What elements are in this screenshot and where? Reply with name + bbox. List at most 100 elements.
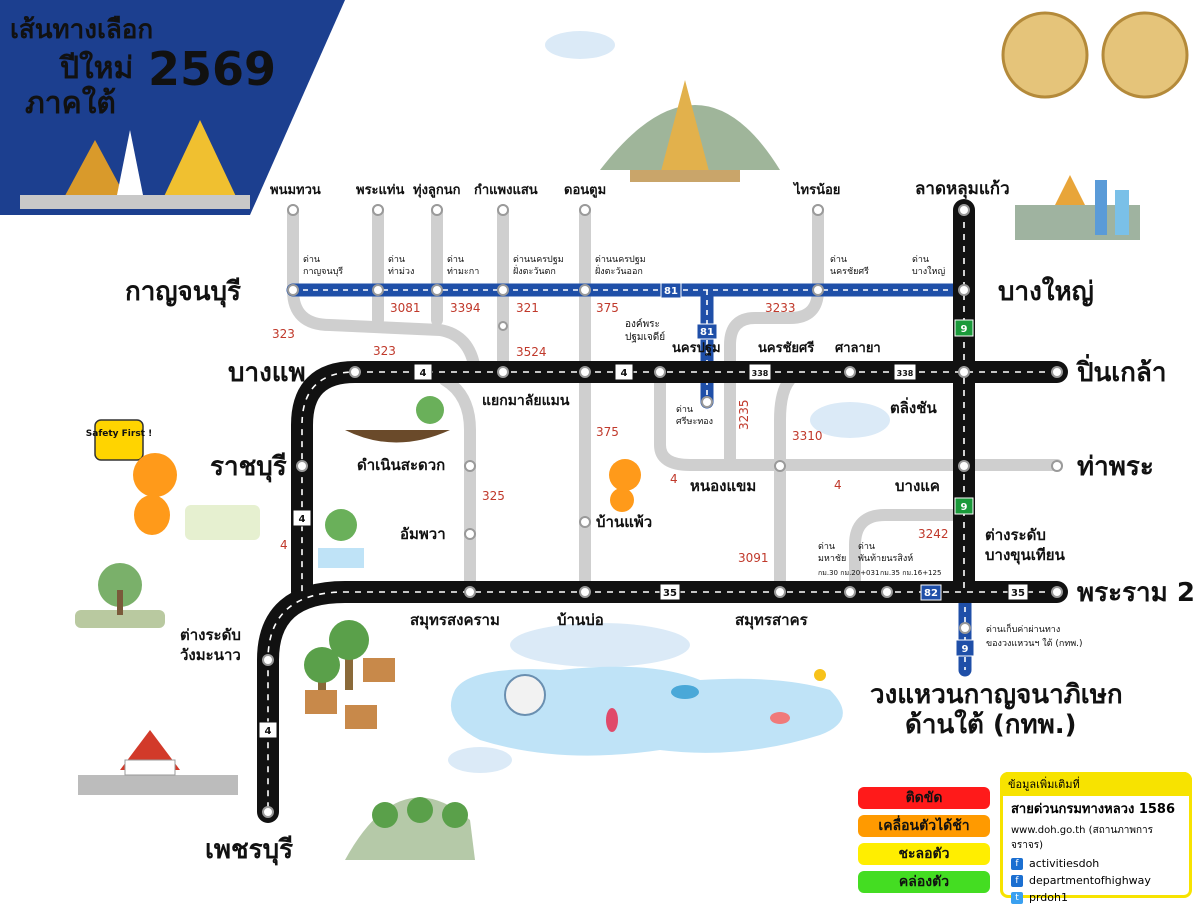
cloud-icon: [810, 402, 890, 438]
palm-trees-illustration: [304, 620, 395, 729]
place-phanom-thuan: พนมทวน: [270, 183, 321, 198]
place-kamphaeng-saen: กำแพงแสน: [474, 182, 538, 198]
seal-icon: [1001, 11, 1089, 99]
svg-text:82: 82: [924, 588, 938, 599]
place-amphawa: อัมพวา: [400, 525, 446, 543]
road-number-3242: 3242: [918, 527, 949, 541]
twitter-icon: t: [1011, 891, 1023, 904]
toll-nakhon-pathom-east: ด่านนครปฐมฝั่งตะวันออก: [595, 255, 646, 277]
svg-text:9: 9: [961, 324, 968, 335]
road-number-375: 375: [596, 301, 619, 315]
toll-kanchanaburi: ด่านกาญจนบุรี: [303, 255, 343, 277]
title-line-3: ภาคใต้: [25, 85, 116, 121]
city-ratchaburi: ราชบุรี: [210, 452, 287, 483]
ring-road-sub-label: ด้านใต้ (กทพ.): [905, 709, 1077, 740]
social-label: activitiesdoh: [1029, 857, 1100, 870]
boat-illustration: [345, 396, 450, 443]
facebook-activities-link[interactable]: f activitiesdoh: [1003, 855, 1189, 872]
svg-text:4: 4: [299, 514, 306, 525]
svg-text:81: 81: [664, 286, 678, 297]
legend-slowing: ชะลอตัว: [858, 843, 990, 865]
sunflower-field-illustration: [185, 505, 260, 540]
route-nodes: [262, 204, 1063, 818]
road-number-3394: 3394: [450, 301, 481, 315]
shield-9: 9: [954, 319, 974, 337]
mascot-illustration: [609, 459, 641, 512]
info-box: ข้อมูลเพิ่มเติมที่ สายด่วนกรมทางหลวง 158…: [1000, 772, 1192, 904]
facebook-department-link[interactable]: f departmentofhighway: [1003, 872, 1189, 889]
place-ban-bo: บ้านบ่อ: [557, 611, 604, 629]
place-tang-radap-wang-manao: ต่างระดับวังมะนาว: [180, 626, 241, 664]
toll-sisa-thong: ด่านศรีษะทอง: [676, 405, 713, 427]
toll-mahachai-km: กม.30 กม.20+031: [818, 569, 879, 577]
road-number-3081: 3081: [390, 301, 421, 315]
svg-text:4: 4: [420, 368, 427, 379]
road-number-325: 325: [482, 489, 505, 503]
svg-text:9: 9: [962, 644, 969, 655]
shield-81: 81: [660, 282, 682, 299]
info-heading: ข้อมูลเพิ่มเติมที่: [1000, 772, 1192, 796]
toll-ring-road: ด่านเก็บค่าผ่านทางของวงแหวนฯ ใต้ (กทพ.): [986, 622, 1083, 649]
mascot-illustration: Safety First !: [86, 419, 177, 535]
place-labels: พนมทวน พระแท่น ทุ่งลูกนก กำแพงแสน ดอนตูม…: [270, 179, 1010, 630]
svg-text:35: 35: [1011, 588, 1025, 599]
twitter-link[interactable]: t prdoh1: [1003, 889, 1189, 906]
road-number-4: 4: [670, 472, 678, 486]
legend-slow-moving: เคลื่อนตัวได้ช้า: [858, 815, 990, 837]
multiline-labels: ต่างระดับบางขุนเทียน ต่างระดับวังมะนาว อ…: [180, 255, 1083, 664]
place-taling-chan: ตลิ่งชัน: [890, 397, 937, 417]
mountain-illustration: [345, 797, 475, 860]
toll-nakhon-pathom-west: ด่านนครปฐมฝั่งตะวันตก: [513, 255, 564, 277]
bangkok-skyline-illustration: [1015, 175, 1140, 240]
ring-road-label: วงแหวนกาญจนาภิเษก: [870, 680, 1123, 710]
place-nakhon-pathom: นครปฐม: [672, 341, 721, 357]
website-link[interactable]: www.doh.go.th (สถานภาพการจราจร): [1011, 825, 1154, 851]
road-number-3235: 3235: [737, 399, 751, 430]
shield-4: 4: [413, 363, 433, 381]
department-seal-icon: [1101, 11, 1189, 99]
social-label: departmentofhighway: [1029, 874, 1151, 887]
city-bang-yai: บางใหญ่: [998, 276, 1094, 307]
place-sala-ya: ศาลายา: [835, 341, 881, 356]
road-number-3233: 3233: [765, 301, 796, 315]
place-tang-radap-bang-khun-thian: ต่างระดับบางขุนเทียน: [985, 526, 1066, 565]
legend-flowing: คล่องตัว: [858, 871, 990, 893]
sea-emblem-icon: [504, 674, 546, 716]
shield-9: 9: [955, 639, 975, 657]
city-rama2: พระราม 2: [1077, 578, 1195, 608]
title-year: 2569: [148, 42, 276, 96]
shrimp-icon: [770, 712, 790, 724]
toll-bang-yai: ด่านบางใหญ่: [912, 255, 945, 277]
place-thung-luk-nok: ทุ่งลูกนก: [413, 183, 461, 198]
temple-illustration: [78, 730, 238, 795]
tree-illustration: [318, 509, 364, 568]
road-number-323: 323: [272, 327, 295, 341]
place-krai-noi: ไทรน้อย: [792, 181, 840, 198]
cloud-icon: [545, 31, 615, 59]
place-samut-sakhon: สมุทรสาคร: [735, 611, 809, 630]
road-numbers: 323 323 3081 3394 321 375 375 3233 3524 …: [272, 301, 949, 565]
toll-phan-thai: ด่านพันท้ายนรสิงห์: [858, 542, 913, 564]
social-label: prdoh1: [1029, 891, 1068, 904]
place-yaek-malai-maen: แยกมาลัยแมน: [482, 393, 570, 409]
legend-jammed: ติดขัด: [858, 787, 990, 809]
place-don-tum: ดอนตูม: [564, 183, 606, 198]
svg-text:338: 338: [752, 369, 769, 378]
city-pin-klao: ปิ่นเกล้า: [1076, 353, 1166, 388]
shield-4: 4: [614, 363, 634, 381]
squid-icon: [606, 708, 618, 732]
city-bang-phae: บางแพ: [228, 358, 306, 388]
facebook-icon: f: [1011, 857, 1023, 870]
svg-text:4: 4: [265, 726, 272, 737]
svg-text:338: 338: [897, 369, 914, 378]
pagoda-illustration: [600, 80, 780, 182]
place-bang-khae: บางแค: [895, 477, 940, 495]
shield-338: 338: [748, 363, 772, 381]
place-damnoen-saduak: ดำเนินสะดวก: [357, 456, 445, 474]
place-phra-pathom-chedi: องค์พระปฐมเจดีย์: [625, 318, 665, 343]
cloud-icon: [448, 747, 512, 773]
city-phetchaburi: เพชรบุรี: [205, 835, 293, 866]
shield-338: 338: [893, 363, 917, 381]
toll-phan-thai-km: กม.35 กม.16+125: [880, 569, 941, 577]
